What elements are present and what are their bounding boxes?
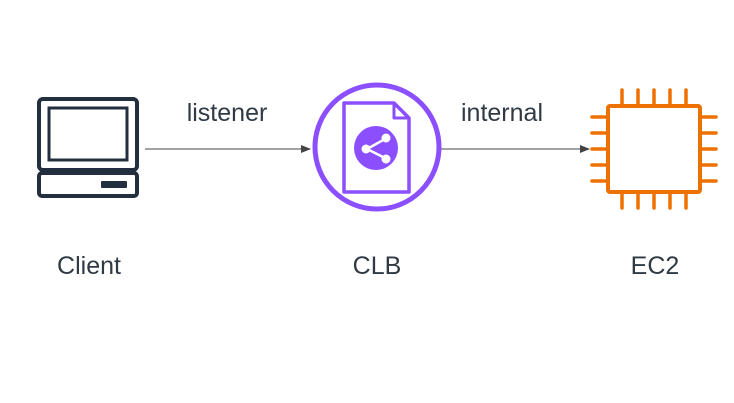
compute-chip-icon: [590, 88, 718, 210]
node-label-client: Client: [57, 252, 121, 280]
edge-label-internal: internal: [461, 99, 543, 127]
load-balancer-share-icon: [312, 82, 442, 212]
edge-label-listener: listener: [186, 99, 268, 127]
desktop-computer-icon: [37, 97, 139, 198]
node-label-ec2: EC2: [630, 252, 680, 280]
node-label-clb: CLB: [352, 252, 402, 280]
